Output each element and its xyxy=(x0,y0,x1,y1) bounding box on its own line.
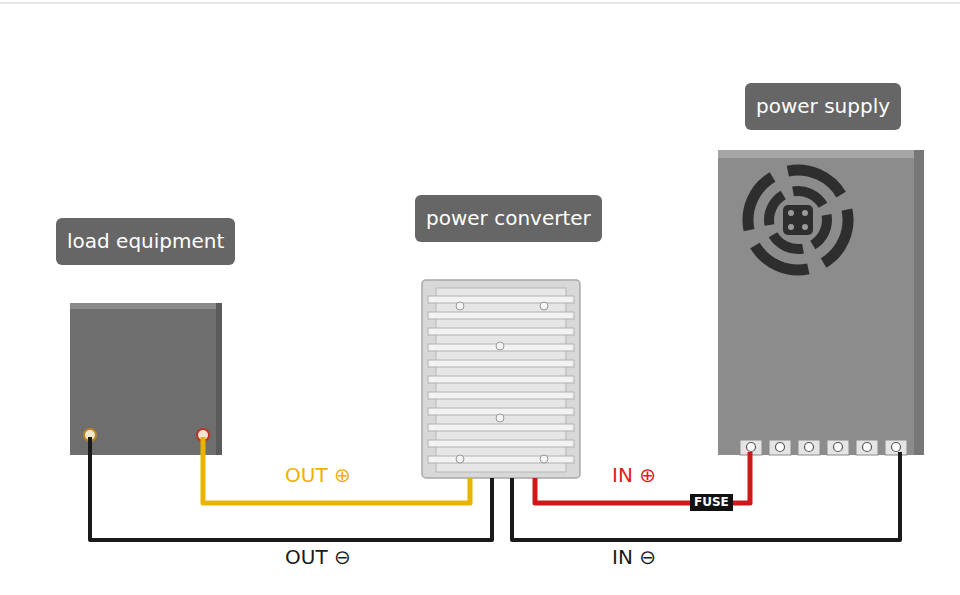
device-node: power supply xyxy=(718,83,924,452)
terminal xyxy=(798,440,820,455)
fin xyxy=(428,312,574,319)
top-rule xyxy=(0,2,960,4)
fin xyxy=(428,440,574,447)
terminal xyxy=(827,440,849,455)
converter-housing xyxy=(422,280,580,478)
fan-grille xyxy=(739,161,858,280)
terminal-screw xyxy=(805,443,814,452)
wire xyxy=(512,452,900,540)
terminal-screw xyxy=(892,443,901,452)
fin xyxy=(428,392,574,399)
load-equipment-box xyxy=(70,303,222,455)
terminal-screw xyxy=(747,443,756,452)
fin xyxy=(428,360,574,367)
fin xyxy=(428,296,574,303)
wire-label: IN ⊖ xyxy=(610,545,658,569)
terminal xyxy=(885,440,907,455)
fuse-label: FUSE xyxy=(690,494,733,511)
device-label: power supply xyxy=(745,83,901,130)
device-node: power converter xyxy=(415,195,604,478)
device-label: power converter xyxy=(415,195,602,242)
wire-label: OUT ⊕ xyxy=(283,463,353,487)
wire xyxy=(203,437,470,503)
fin xyxy=(428,328,574,335)
fin xyxy=(428,456,574,463)
fin xyxy=(428,376,574,383)
terminal-screw xyxy=(834,443,843,452)
wire xyxy=(90,437,492,540)
device-node: load equipment xyxy=(56,218,238,437)
fin xyxy=(428,424,574,431)
terminal xyxy=(856,440,878,455)
wire-label: OUT ⊖ xyxy=(283,545,353,569)
device-label: load equipment xyxy=(56,218,235,265)
wire-label: IN ⊕ xyxy=(610,463,658,487)
power-supply-housing xyxy=(718,150,924,455)
terminal-screw xyxy=(863,443,872,452)
terminal xyxy=(769,440,791,455)
terminal-screw xyxy=(776,443,785,452)
